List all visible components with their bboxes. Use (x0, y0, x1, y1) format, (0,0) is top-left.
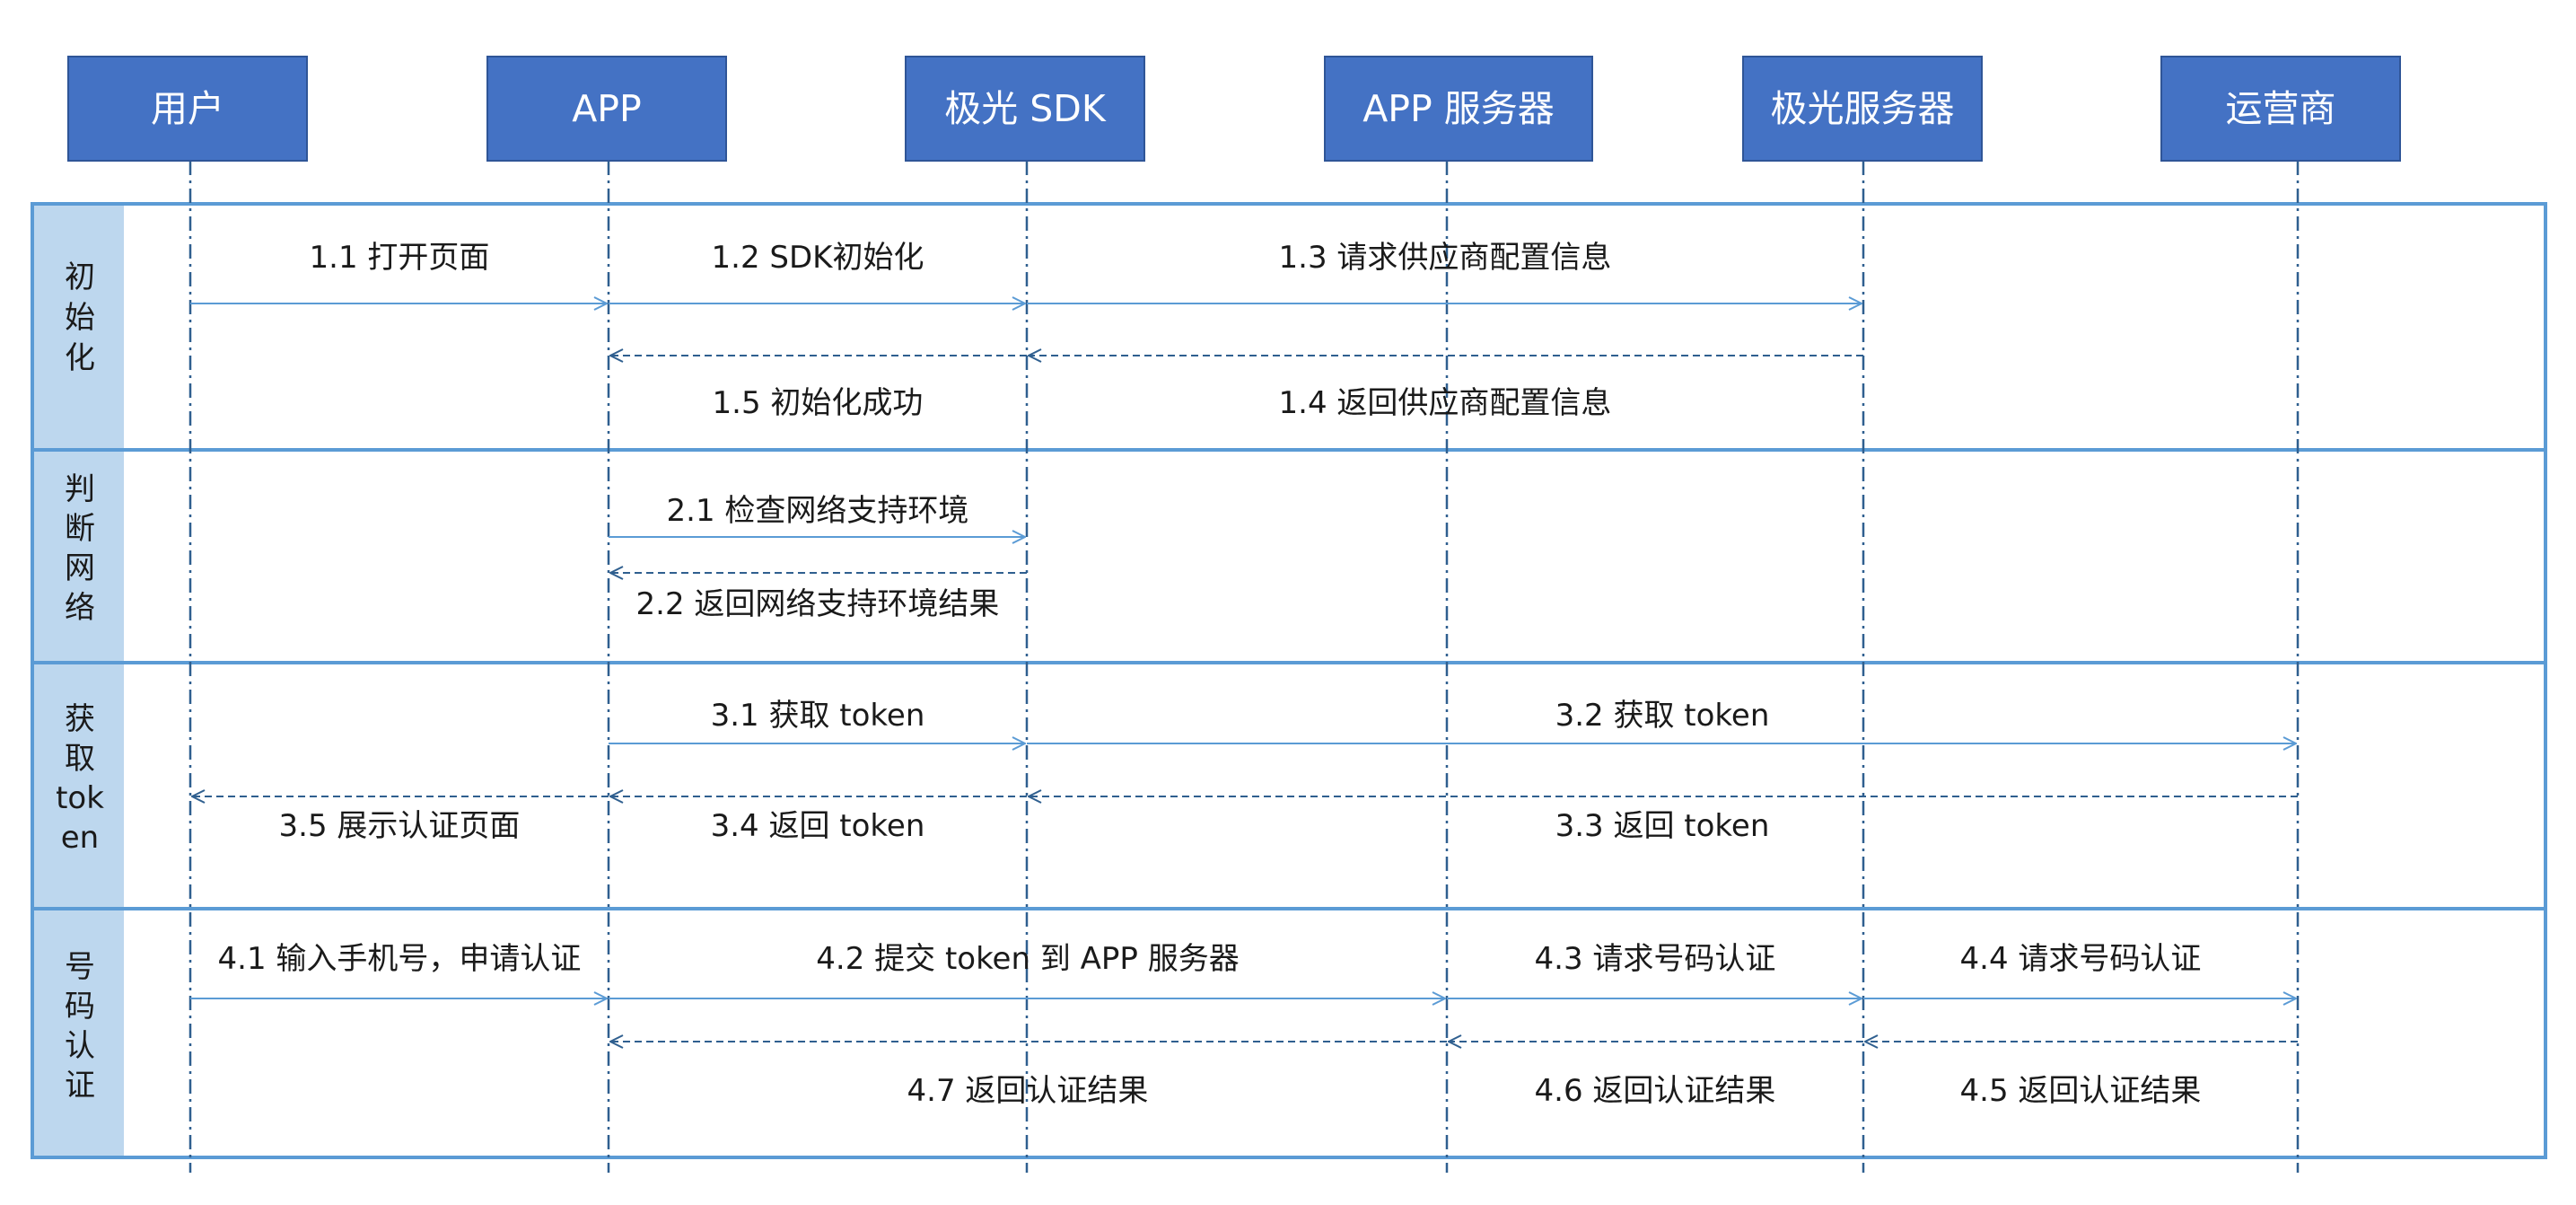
actor-sdk: 极光 SDK (905, 56, 1145, 162)
message-label: 1.1 打开页面 (310, 240, 490, 276)
phase-init: 初始化 (31, 202, 2547, 452)
message-label: 4.4 请求号码认证 (1960, 941, 2202, 977)
phase-label-line: 初 (65, 259, 95, 295)
lifelines (188, 161, 2300, 1173)
phase-label-line: 判 (65, 471, 95, 507)
message-2.1: 2.1 检查网络支持环境 (609, 493, 1025, 537)
message-label: 1.3 请求供应商配置信息 (1279, 240, 1612, 276)
message-label: 3.3 返回 token (1555, 808, 1770, 844)
message-4.4: 4.4 请求号码认证 (1863, 941, 2296, 998)
message-label: 1.5 初始化成功 (713, 385, 924, 421)
actor-label: 运营商 (2226, 87, 2336, 130)
phase-label-line: 化 (65, 340, 95, 376)
actor-app: APP (486, 56, 727, 162)
message-label: 4.1 输入手机号，申请认证 (218, 941, 582, 977)
actor-appserver: APP 服务器 (1324, 56, 1593, 162)
message-label: 1.4 返回供应商配置信息 (1279, 385, 1612, 421)
actor-jgserver: 极光服务器 (1742, 56, 1983, 162)
actor-box (1742, 56, 1983, 162)
message-1.5: 1.5 初始化成功 (610, 356, 1027, 421)
actor-box (486, 56, 727, 162)
message-4.6: 4.6 返回认证结果 (1449, 1042, 1863, 1109)
actor-label: APP (572, 87, 642, 130)
phase-label-line: 始 (65, 300, 95, 336)
message-4.3: 4.3 请求号码认证 (1447, 941, 1862, 998)
message-4.1: 4.1 输入手机号，申请认证 (190, 941, 607, 998)
message-4.7: 4.7 返回认证结果 (610, 1042, 1447, 1109)
message-label: 3.5 展示认证页面 (279, 808, 521, 844)
phase-label-line: 络 (65, 590, 95, 626)
diagram-frame (31, 202, 2547, 1159)
message-label: 3.2 获取 token (1555, 698, 1770, 734)
message-label: 3.1 获取 token (711, 698, 925, 734)
phase-label-line: 号 (65, 949, 95, 985)
actor-box (2160, 56, 2401, 162)
phase-verify: 号码认证 (31, 907, 2547, 1159)
phase-label-line: 认 (65, 1028, 95, 1064)
message-1.4: 1.4 返回供应商配置信息 (1029, 356, 1863, 421)
actor-label: 用户 (151, 87, 224, 130)
message-3.2: 3.2 获取 token (1027, 698, 2296, 743)
phase-label-line: tok (56, 780, 104, 816)
messages: 1.1 打开页面 1.2 SDK初始化 1.3 请求供应商配置信息 1.4 返回供应商… (190, 240, 2298, 1109)
actor-headers: 用户 APP 极光 SDK APP 服务器 极光服务器 运营商 (67, 56, 2401, 162)
phase-label-line: 证 (65, 1068, 95, 1104)
phase-band (31, 661, 2547, 910)
phase-label-cell (34, 664, 124, 907)
message-1.3: 1.3 请求供应商配置信息 (1027, 240, 1862, 303)
phase-label-line: 断 (65, 511, 95, 547)
phase-label-line: 网 (65, 550, 95, 586)
actor-box (1324, 56, 1593, 162)
message-2.2: 2.2 返回网络支持环境结果 (610, 573, 1027, 622)
message-1.2: 1.2 SDK初始化 (609, 240, 1025, 303)
actor-box (905, 56, 1145, 162)
actor-box (67, 56, 308, 162)
message-3.3: 3.3 返回 token (1029, 796, 2298, 844)
phase-band (31, 907, 2547, 1159)
message-3.1: 3.1 获取 token (609, 698, 1025, 743)
message-3.4: 3.4 返回 token (610, 796, 1027, 844)
message-label: 4.2 提交 token 到 APP 服务器 (816, 941, 1239, 977)
phase-band (31, 448, 2547, 664)
actor-user: 用户 (67, 56, 308, 162)
message-label: 1.2 SDK初始化 (712, 240, 924, 276)
actor-operator: 运营商 (2160, 56, 2401, 162)
phase-label-line: 取 (65, 741, 95, 777)
phase-label-cell (34, 206, 124, 448)
message-label: 4.5 返回认证结果 (1960, 1073, 2202, 1109)
phase-label-cell (34, 452, 124, 661)
message-4.5: 4.5 返回认证结果 (1865, 1042, 2298, 1109)
message-4.2: 4.2 提交 token 到 APP 服务器 (609, 941, 1445, 998)
phase-label-cell (34, 910, 124, 1156)
actor-label: APP 服务器 (1362, 87, 1555, 130)
phase-label-line: en (61, 820, 99, 856)
phase-label-line: 获 (65, 701, 95, 737)
message-label: 4.7 返回认证结果 (907, 1073, 1149, 1109)
message-3.5: 3.5 展示认证页面 (192, 796, 609, 844)
message-label: 3.4 返回 token (711, 808, 925, 844)
phase-band (31, 202, 2547, 452)
message-label: 4.3 请求号码认证 (1535, 941, 1776, 977)
actor-label: 极光 SDK (944, 87, 1107, 130)
message-label: 4.6 返回认证结果 (1535, 1073, 1776, 1109)
message-label: 2.1 检查网络支持环境 (667, 493, 969, 529)
actor-label: 极光服务器 (1771, 87, 1955, 130)
message-1.1: 1.1 打开页面 (190, 240, 607, 303)
message-label: 2.2 返回网络支持环境结果 (636, 586, 1000, 622)
phase-label-line: 码 (65, 989, 95, 1025)
